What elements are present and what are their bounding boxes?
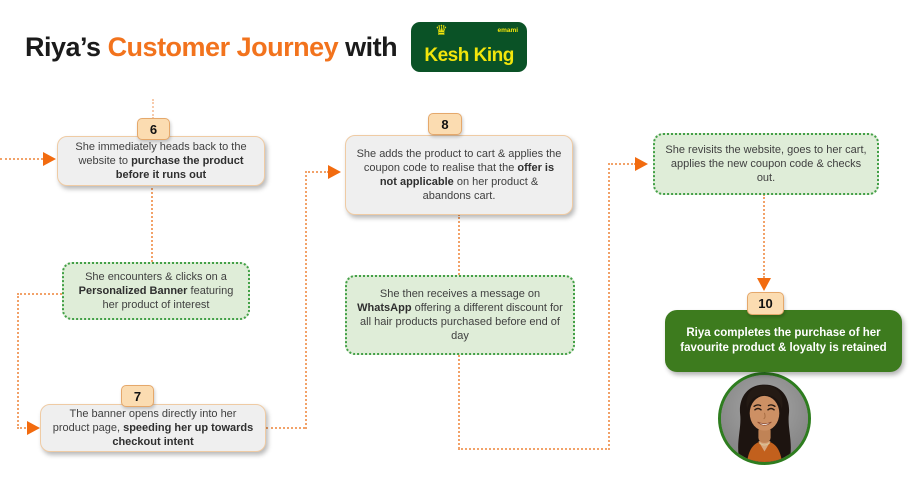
whatsapp-box: She then receives a message on WhatsApp … (345, 275, 575, 355)
step6-badge: 6 (137, 118, 170, 140)
arrowhead-into-step7 (27, 421, 40, 435)
step10-box: Riya completes the purchase of her favou… (665, 310, 902, 372)
connector-whatsapp-revisit-v1 (458, 355, 460, 449)
connector-banner-step7-v (17, 293, 19, 429)
connector-whatsapp-revisit-h2 (608, 163, 636, 165)
kesh-king-logo: ♛ emami Kesh King (411, 22, 528, 72)
step8-text: She adds the product to cart & applies t… (356, 147, 562, 203)
arrowhead-into-step6 (43, 152, 56, 166)
step7-badge-label: 7 (133, 388, 142, 404)
step8-box: She adds the product to cart & applies t… (345, 135, 573, 215)
connector-in-step6 (0, 158, 43, 160)
title-post: with (338, 31, 398, 62)
step8-badge-label: 8 (441, 116, 449, 132)
connector-banner-step7-h1 (17, 293, 62, 295)
riya-avatar-illustration (721, 375, 808, 462)
connector-step6-banner (151, 184, 153, 262)
step10-text: Riya completes the purchase of her favou… (680, 327, 887, 354)
whatsapp-text: She then receives a message on WhatsApp … (357, 287, 563, 343)
title-pre: Riya’s (25, 31, 108, 62)
step10-badge-label: 10 (758, 296, 773, 311)
connector-whatsapp-revisit-v2 (608, 163, 610, 450)
connector-revisit-step10 (763, 194, 765, 278)
logo-brand-name: Kesh King (424, 45, 514, 66)
connector-whatsapp-revisit-h1 (458, 448, 610, 450)
crown-icon: ♛ (435, 22, 448, 38)
connector-step7-step8-v (305, 171, 307, 429)
banner-text: She encounters & clicks on a Personalize… (78, 270, 234, 312)
connector-step8-whatsapp (458, 214, 460, 275)
step10-badge: 10 (747, 292, 784, 315)
step7-box: The banner opens directly into her produ… (40, 404, 266, 452)
revisit-box: She revisits the website, goes to her ca… (653, 133, 879, 195)
riya-avatar (718, 372, 811, 465)
connector-step7-step8-h2 (305, 171, 329, 173)
step6-box: She immediately heads back to the websit… (57, 136, 265, 186)
arrowhead-into-step10 (757, 278, 771, 291)
step7-badge: 7 (121, 385, 154, 407)
step8-badge: 8 (428, 113, 462, 135)
arrowhead-into-revisit (635, 157, 648, 171)
revisit-text: She revisits the website, goes to her ca… (665, 143, 867, 185)
title-highlight: Customer Journey (107, 31, 339, 62)
step6-text: She immediately heads back to the websit… (75, 140, 247, 182)
step6-badge-label: 6 (149, 121, 158, 137)
arrowhead-into-step8 (328, 165, 341, 179)
page-title: Riya’s Customer Journey with (25, 31, 398, 63)
banner-box: She encounters & clicks on a Personalize… (62, 262, 250, 320)
connector-stub-above-step6 (152, 99, 154, 119)
connector-step7-step8-h1 (266, 427, 305, 429)
page-header: Riya’s Customer Journey with ♛ emami Kes… (25, 22, 528, 72)
logo-parent-brand: emami (497, 27, 519, 34)
step7-text: The banner opens directly into her produ… (52, 407, 254, 449)
connector-banner-step7-h2 (17, 427, 29, 429)
